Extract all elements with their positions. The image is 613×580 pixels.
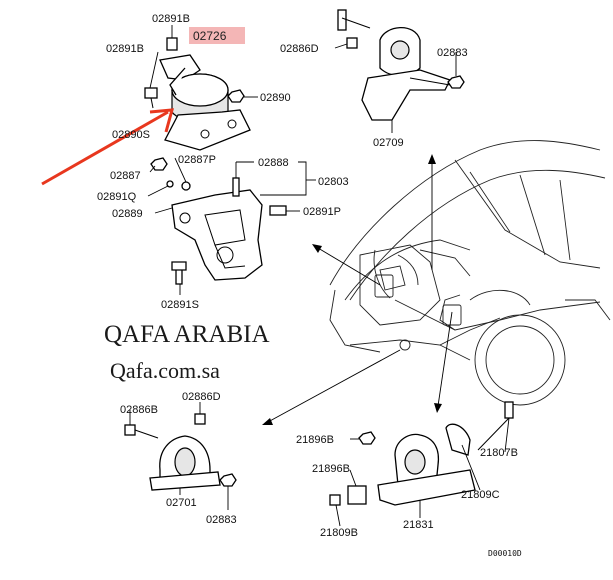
label-02886D-bottom: 02886D [182,391,221,403]
label-02889: 02889 [112,208,143,220]
bracket-02803[interactable] [166,177,287,285]
label-02890S: 02890S [112,129,150,141]
label-21807B: 21807B [480,447,518,459]
nut-02887[interactable] [150,157,168,171]
bolt-02891B-top[interactable] [166,37,178,51]
label-02887: 02887 [110,170,141,182]
label-02886B-bottom: 02886B [120,404,158,416]
label-02701: 02701 [166,497,197,509]
highlight-box-02726 [189,27,245,44]
label-21809C: 21809C [461,489,500,501]
nut-02883-top[interactable] [447,75,465,89]
label-02891B-left: 02891B [106,43,144,55]
label-02883-top: 02883 [437,47,468,59]
label-02890: 02890 [260,92,291,104]
label-02891P: 02891P [303,206,341,218]
nut-02890[interactable] [227,89,245,103]
leader-lines [129,25,510,527]
label-02803: 02803 [318,176,349,188]
engine-mount-21831[interactable] [329,401,514,506]
part-labels: 02891B 02726 02891B 02890 02890S 02887 0… [97,13,518,539]
label-02888: 02888 [258,157,289,169]
label-21831: 21831 [403,519,434,531]
label-02726: 02726 [193,29,227,43]
bolt-02891B-left[interactable] [144,87,158,109]
watermark-company-name: QAFA ARABIA [104,321,270,348]
watermark-website: Qafa.com.sa [110,358,220,383]
engine-mount-02726[interactable] [159,54,251,151]
bolt-02886D-top[interactable] [346,37,358,49]
engine-mount-02709[interactable] [337,9,451,121]
car-body-outline [329,140,611,406]
label-21809B: 21809B [320,527,358,539]
label-02891Q: 02891Q [97,191,137,203]
label-02891B-top: 02891B [152,13,190,25]
nut-02883-bottom[interactable] [219,473,237,487]
pointer-lines [262,154,453,425]
label-21896B-a: 21896B [296,434,334,446]
label-02887P: 02887P [178,154,216,166]
engine-mount-02701[interactable] [124,424,221,491]
label-02891S: 02891S [161,299,199,311]
bolt-02886D-bottom[interactable] [194,413,206,425]
label-02883-bottom: 02883 [206,514,237,526]
label-02886D-top: 02886D [280,43,319,55]
red-annotation-arrow [41,108,175,186]
diagram-code: D00010D [488,549,522,558]
label-02709: 02709 [373,137,404,149]
label-21896B-b: 21896B [312,463,350,475]
